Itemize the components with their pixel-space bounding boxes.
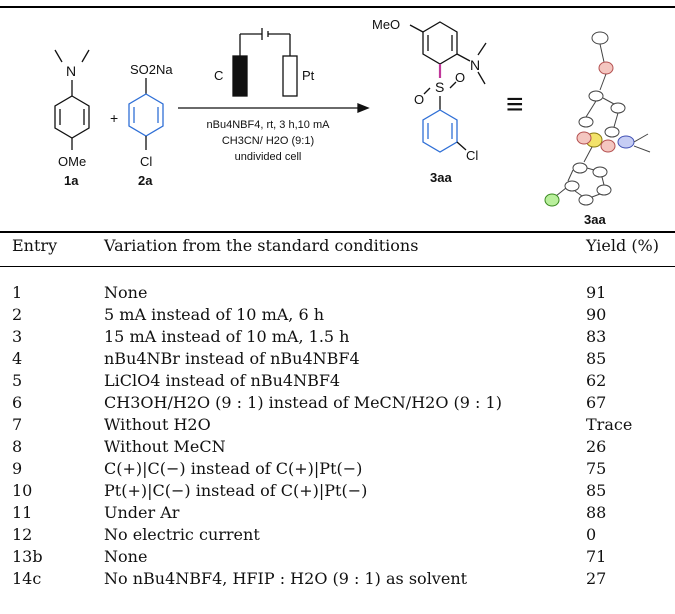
reactant1-n-atom: N [66,63,76,79]
entry-cell: 11 [12,503,33,522]
entry-cell: 3 [12,327,23,346]
yield-cell: 0 [586,525,597,544]
electrode-cell [232,28,298,97]
variation-cell: None [104,283,148,302]
equivalence-sign: ≡ [506,88,524,121]
entry-cell: 13b [12,547,43,566]
table-row: 11 Under Ar 88 [0,502,675,524]
product-o-atom-right: O [455,70,465,85]
product-cl-label: Cl [466,148,478,163]
product-n-atom: N [470,57,480,73]
entry-cell: 4 [12,349,23,368]
reactant-2a [128,78,164,150]
variation-cell: C(+)|C(−) instead of C(+)|Pt(−) [104,459,363,478]
variation-cell: Without H2O [104,415,211,434]
table-row: 4 nBu4NBr instead of nBu4NBF4 85 [0,348,675,370]
header-yield: Yield (%) [586,236,659,255]
reactant1-ome-label: OMe [58,154,86,169]
entry-cell: 10 [12,481,33,500]
entry-cell: 5 [12,371,23,390]
crystal-label: 3aa [584,212,606,227]
product-3aa [409,21,487,153]
yield-cell: 91 [586,283,607,302]
variation-cell: Pt(+)|C(−) instead of C(+)|Pt(−) [104,481,368,500]
entry-cell: 7 [12,415,23,434]
variation-cell: LiClO4 instead of nBu4NBF4 [104,371,341,390]
table-row: 5 LiClO4 instead of nBu4NBF4 62 [0,370,675,392]
table-row: 1 None 91 [0,282,675,304]
product-s-atom: S [435,79,444,95]
entry-cell: 12 [12,525,33,544]
entry-cell: 8 [12,437,23,456]
product-o-atom-left: O [414,92,424,107]
reaction-scheme: N OMe 1a + SO2Na Cl 2a C Pt nBu4NBF4, rt… [54,17,651,227]
table-row: 6 CH3OH/H2O (9 : 1) instead of MeCN/H2O … [0,392,675,414]
reaction-arrow [178,103,370,113]
table-row: 3 15 mA instead of 10 mA, 1.5 h 83 [0,326,675,348]
entry-cell: 1 [12,283,23,302]
reactant2-cl-label: Cl [140,154,152,169]
yield-cell: 88 [586,503,607,522]
header-entry: Entry [12,236,58,255]
reactant1-label: 1a [64,173,79,188]
yield-cell: 90 [586,305,607,324]
top-rule [0,6,675,8]
condition-line-2: CH3CN/ H2O (9:1) [222,135,314,147]
table-row: 8 Without MeCN 26 [0,436,675,458]
variation-cell: Without MeCN [104,437,226,456]
entry-cell: 6 [12,393,23,412]
yield-cell: 71 [586,547,607,566]
condition-line-1: nBu4NBF4, rt, 3 h,10 mA [207,119,331,131]
header-rule [0,266,675,267]
table-row: 12 No electric current 0 [0,524,675,546]
yield-cell: 85 [586,481,607,500]
entry-cell: 9 [12,459,23,478]
variation-cell: 15 mA instead of 10 mA, 1.5 h [104,327,350,346]
variation-cell: 5 mA instead of 10 mA, 6 h [104,305,325,324]
yield-cell: 83 [586,327,607,346]
variation-cell: nBu4NBr instead of nBu4NBF4 [104,349,360,368]
yield-cell: Trace [586,415,633,434]
cathode-label: Pt [302,68,315,83]
table-row: 7 Without H2O Trace [0,414,675,436]
table-row: 13b None 71 [0,546,675,568]
entry-cell: 2 [12,305,23,324]
crystal-structure-image [544,31,651,207]
reactant-1a [54,49,90,150]
plus-sign: + [110,110,118,126]
variation-cell: No nBu4NBF4, HFIP : H2O (9 : 1) as solve… [104,569,468,588]
table-row: 14c No nBu4NBF4, HFIP : H2O (9 : 1) as s… [0,568,675,590]
header-variation: Variation from the standard conditions [104,236,419,255]
table-row: 2 5 mA instead of 10 mA, 6 h 90 [0,304,675,326]
anode-label: C [214,68,223,83]
variation-cell: None [104,547,148,566]
table-row: 10 Pt(+)|C(−) instead of C(+)|Pt(−) 85 [0,480,675,502]
variation-cell: Under Ar [104,503,180,522]
variation-cell: No electric current [104,525,260,544]
product-meo-label: MeO [372,17,400,32]
mid-rule [0,231,675,233]
yield-cell: 85 [586,349,607,368]
entry-cell: 14c [12,569,42,588]
reactant2-so2na-label: SO2Na [130,62,173,77]
variation-cell: CH3OH/H2O (9 : 1) instead of MeCN/H2O (9… [104,393,502,412]
product-label: 3aa [430,170,452,185]
yield-cell: 62 [586,371,607,390]
reactant2-label: 2a [138,173,153,188]
yield-cell: 27 [586,569,607,588]
yield-cell: 26 [586,437,607,456]
yield-cell: 75 [586,459,607,478]
yield-cell: 67 [586,393,607,412]
table-row: 9 C(+)|C(−) instead of C(+)|Pt(−) 75 [0,458,675,480]
condition-line-3: undivided cell [235,151,302,163]
